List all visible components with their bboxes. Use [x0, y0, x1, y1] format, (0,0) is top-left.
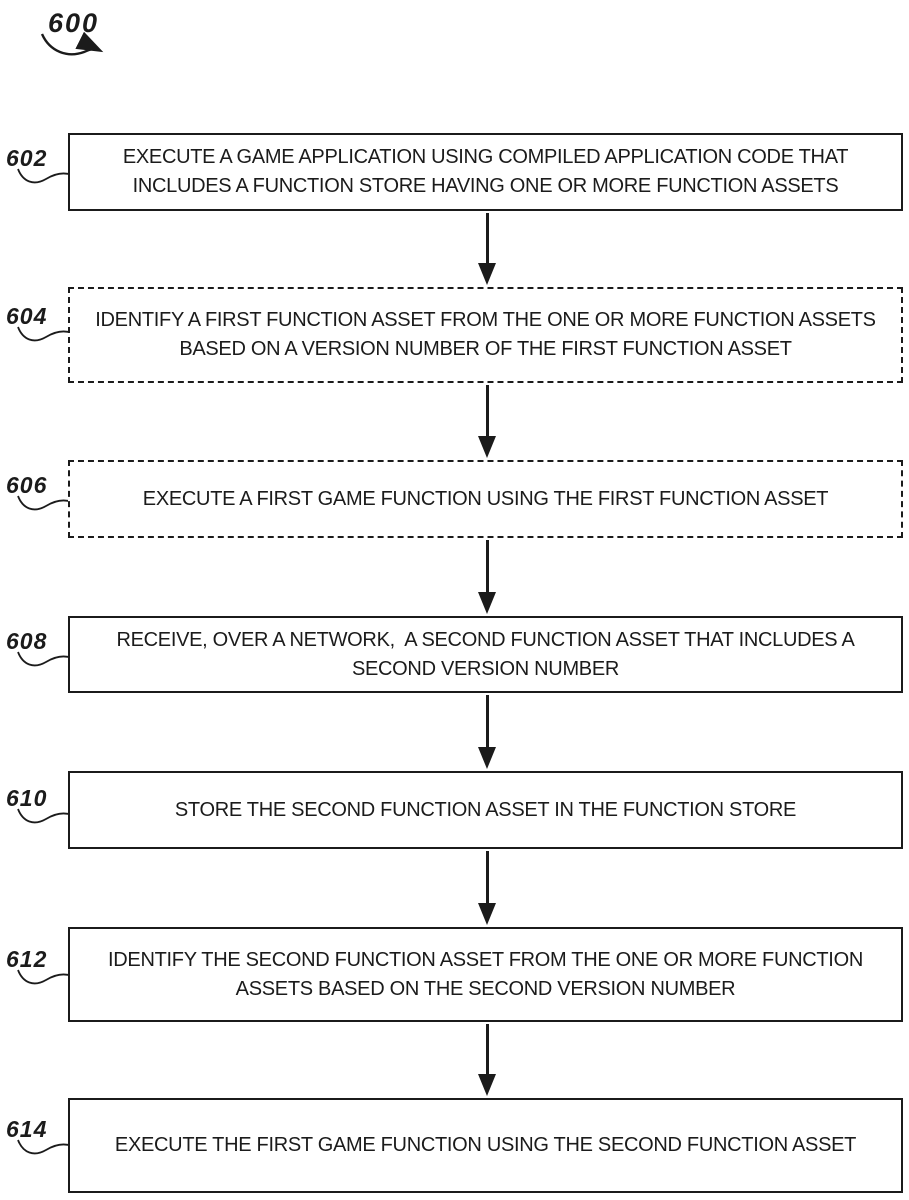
flow-arrow-down	[478, 695, 496, 769]
step-box: EXECUTE A GAME APPLICATION USING COMPILE…	[68, 133, 903, 211]
step-ref: 608	[6, 628, 82, 674]
figure-ref: 600	[40, 8, 188, 98]
step-box: RECEIVE, OVER A NETWORK, A SECOND FUNCTI…	[68, 616, 903, 693]
step-ref-number: 610	[6, 785, 48, 811]
arrow-shaft	[485, 213, 489, 263]
arrow-shaft	[485, 695, 489, 747]
step-ref-number: 604	[6, 303, 48, 329]
step-text-line: IDENTIFY A FIRST FUNCTION ASSET FROM THE…	[95, 309, 876, 331]
step-text-line: BASED ON A VERSION NUMBER OF THE FIRST F…	[179, 338, 792, 360]
lead-line-icon	[17, 969, 73, 985]
figure-lead-arrow-icon	[40, 31, 104, 56]
step-text-line: SECOND VERSION NUMBER	[351, 657, 620, 680]
arrow-head-icon	[478, 263, 496, 285]
step-ref-number: 614	[6, 1116, 48, 1142]
step-ref-number: 612	[6, 946, 48, 972]
arrow-head-icon	[478, 903, 496, 925]
step-text-line: IDENTIFY THE SECOND FUNCTION ASSET FROM …	[108, 948, 863, 971]
step-ref-number: 608	[6, 628, 48, 654]
flow-arrow-down	[478, 385, 496, 458]
lead-line-icon	[17, 1139, 73, 1155]
lead-line-icon	[17, 808, 73, 824]
step-text-line: EXECUTE THE FIRST GAME FUNCTION USING TH…	[114, 1134, 857, 1156]
step-ref: 610	[6, 785, 82, 831]
step-box: EXECUTE THE FIRST GAME FUNCTION USING TH…	[68, 1098, 903, 1193]
lead-line-icon	[17, 326, 73, 342]
arrow-shaft	[485, 385, 489, 436]
step-text-line: STORE THE SECOND FUNCTION ASSET IN THE F…	[174, 798, 797, 821]
step-box: STORE THE SECOND FUNCTION ASSET IN THE F…	[68, 771, 903, 849]
flow-arrow-down	[478, 1024, 496, 1096]
flow-arrow-down	[478, 851, 496, 925]
lead-line-icon	[17, 651, 73, 667]
arrow-head-icon	[478, 1074, 496, 1096]
step-box: IDENTIFY THE SECOND FUNCTION ASSET FROM …	[68, 927, 903, 1022]
step-box: EXECUTE A FIRST GAME FUNCTION USING THE …	[68, 460, 903, 538]
step-text-line: EXECUTE A GAME APPLICATION USING COMPILE…	[122, 146, 849, 168]
step-ref: 612	[6, 946, 82, 992]
flow-arrow-down	[478, 540, 496, 614]
arrow-shaft	[485, 851, 489, 903]
step-text-line: EXECUTE A FIRST GAME FUNCTION USING THE …	[142, 487, 829, 510]
flow-arrow-down	[478, 213, 496, 285]
step-box: IDENTIFY A FIRST FUNCTION ASSET FROM THE…	[68, 287, 903, 383]
step-ref: 602	[6, 145, 82, 191]
step-ref: 614	[6, 1116, 82, 1162]
arrow-head-icon	[478, 747, 496, 769]
step-text-line: INCLUDES A FUNCTION STORE HAVING ONE OR …	[132, 175, 839, 197]
arrow-shaft	[485, 540, 489, 592]
step-text-line: ASSETS BASED ON THE SECOND VERSION NUMBE…	[235, 977, 736, 1000]
step-ref: 606	[6, 472, 82, 518]
arrow-head-icon	[478, 436, 496, 458]
step-ref-number: 606	[6, 472, 48, 498]
arrow-shaft	[485, 1024, 489, 1074]
step-ref-number: 602	[6, 145, 48, 171]
step-ref: 604	[6, 303, 82, 349]
arrow-head-icon	[478, 592, 496, 614]
lead-line-icon	[17, 168, 73, 184]
lead-line-icon	[17, 495, 73, 511]
step-text-line: RECEIVE, OVER A NETWORK, A SECOND FUNCTI…	[116, 628, 855, 651]
